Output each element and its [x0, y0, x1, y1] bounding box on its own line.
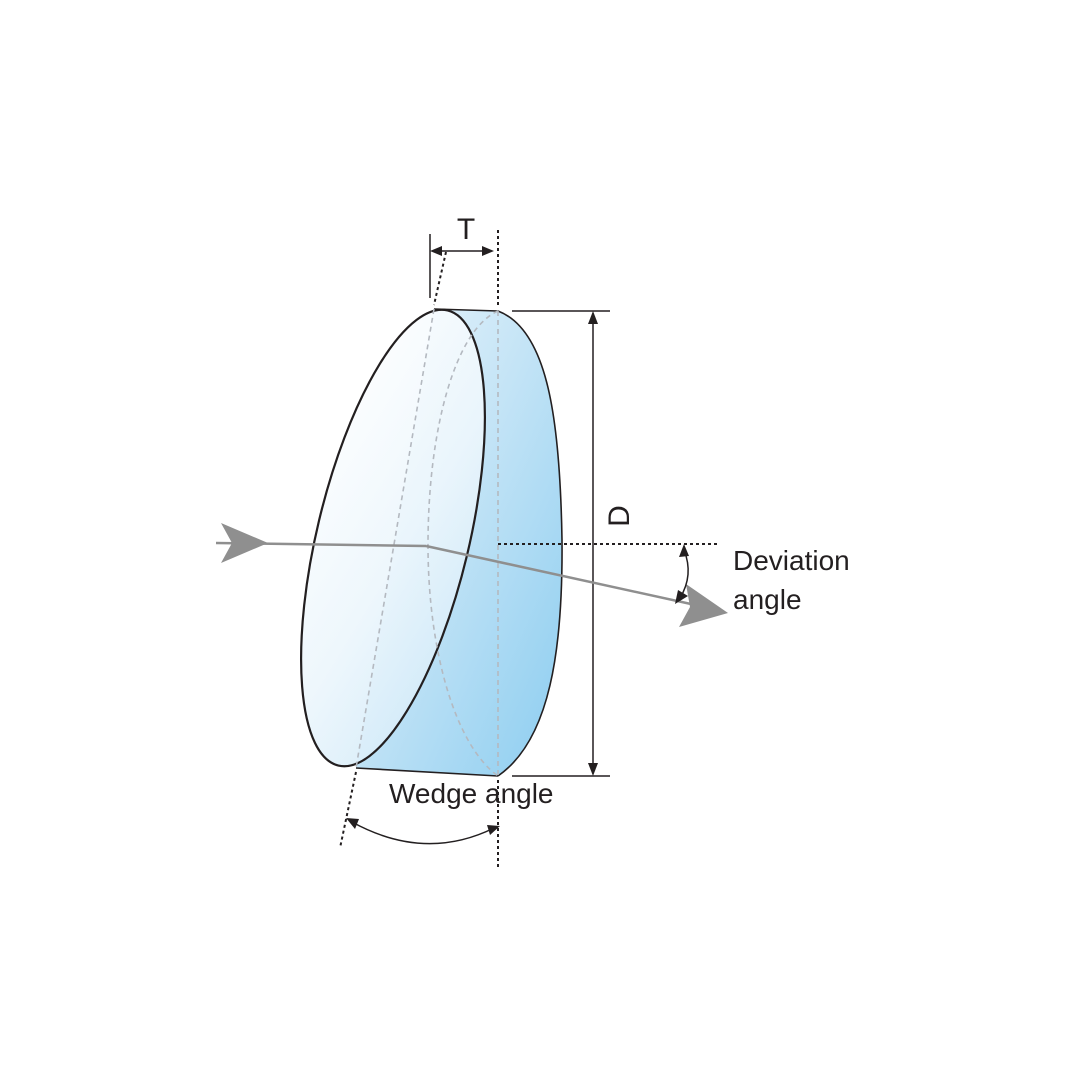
refracted-beam: [425, 544, 701, 608]
front-face-extension-line: [433, 251, 447, 306]
thickness-label: T: [457, 213, 475, 246]
incident-arrowhead: [221, 523, 268, 563]
back-face-rim: [497, 310, 563, 777]
front-face-hidden-axis: [355, 308, 435, 769]
diameter-label: D: [603, 505, 636, 527]
wedge-angle-label: Wedge angle: [389, 778, 554, 809]
deviated-arrowhead: [679, 584, 728, 627]
diameter-arrowhead-top: [588, 311, 598, 324]
deviation-arc-arrowhead-top: [679, 544, 689, 557]
thickness-arrowhead-right: [482, 246, 494, 256]
wedge-arc-arrowhead-right: [487, 825, 500, 835]
back-face-hidden-edge: [427, 310, 499, 777]
diameter-arrowhead-bottom: [588, 763, 598, 776]
deviation-arc-arrowhead-bottom: [675, 590, 688, 604]
deviation-angle-arc: [679, 549, 689, 599]
prism-bottom-edge: [355, 767, 499, 777]
deviation-angle-label-line2: angle: [733, 584, 802, 615]
front-face-extension-line-bottom: [339, 771, 357, 849]
wedge-angle-arc: [351, 821, 495, 845]
wedge-arc-arrowhead-left: [346, 818, 359, 829]
deviation-angle-label-line1: Deviation: [733, 545, 850, 576]
thickness-arrowhead-left: [430, 246, 442, 256]
